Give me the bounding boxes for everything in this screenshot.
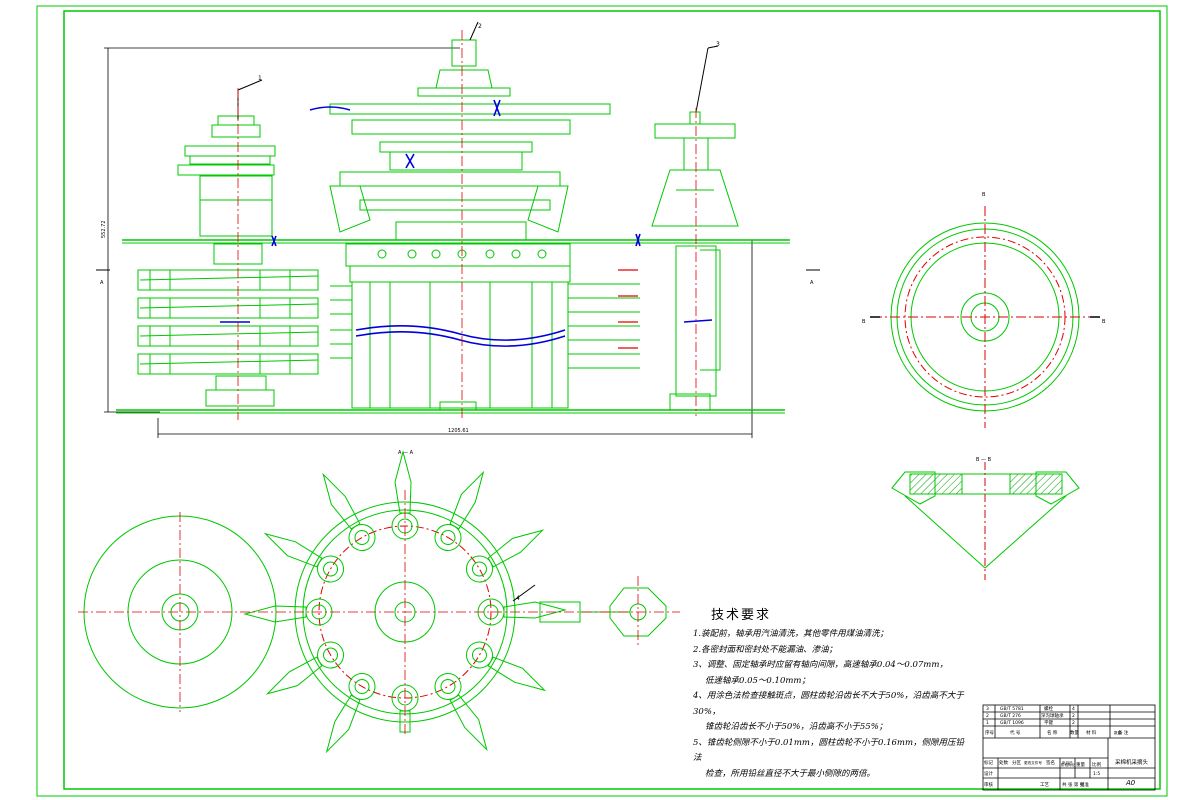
section-a-right-label: A [810, 280, 814, 286]
tb-drawing-name: 采棉机采摘头 [1115, 758, 1149, 766]
left-spindle-assembly [137, 79, 319, 407]
tech-line-7: 锥齿轮沿齿长不小于50%，沿齿高不小于55%； [705, 722, 888, 732]
tb-row-1-no: 3 [986, 706, 989, 712]
tb-row-1-name: 螺栓 [1044, 705, 1053, 712]
overall-height-value: 552.72 [101, 221, 107, 239]
technical-requirements: 技术要求 1.装配前，轴承用汽油清洗，其他零件用煤油清洗； 2.各密封面和密封处… [693, 604, 983, 782]
tb-row-1-qty: 4 [1072, 706, 1075, 712]
right-drive-column [651, 45, 739, 411]
technical-requirements-title: 技术要求 [711, 608, 772, 623]
title-block-text: 3 GB/T 5781 螺栓 4 2 GB/T 276 深沟球轴承 2 1 GB… [984, 705, 1149, 788]
callout-part-2: 2 [478, 23, 482, 30]
tb-row-3-qty: 2 [1072, 720, 1075, 726]
tech-line-10: 检查，所用铅丝直径不大于最小侧隙的两倍。 [705, 768, 876, 779]
tb-header-name: 名 称 [1047, 729, 1058, 736]
callout-part-3: 3 [716, 41, 720, 48]
side-view-circle [870, 206, 1100, 428]
tech-line-9: 法 [693, 753, 702, 763]
tb-sheet-label: 共 张 第 张 [1062, 781, 1085, 788]
tb-sign-mark: 标记 [984, 759, 993, 766]
tb-quantity-label: 数量 [1114, 730, 1122, 735]
tb-sign-zone: 分区 [1012, 759, 1021, 766]
tech-line-5: 4、用涂色法检查接触斑点，圆柱齿轮沿齿长不大于50%，沿齿高不大于 [693, 691, 964, 701]
tech-line-3: 3、调整、固定轴承时应留有轴向间隙，高速轴承0.04～0.07mm， [693, 660, 948, 670]
tb-stage-label: 阶段标记 [1061, 762, 1076, 767]
tb-row-2-name: 深沟球轴承 [1041, 712, 1064, 719]
spindle-tips [618, 269, 638, 349]
section-b-top-label: B [982, 192, 986, 198]
annotation-text: 1 2 3 4 A A A — A B B B B — B 1205.61 55… [100, 23, 1106, 602]
callout-part-4: 4 [516, 595, 520, 602]
tb-row-2-qty: 2 [1072, 713, 1075, 719]
callout-part-1: 1 [258, 75, 262, 82]
left-spindle-stack [137, 269, 319, 375]
tb-header-code: 代 号 [1010, 729, 1021, 736]
tb-row-3-no: 1 [986, 720, 989, 726]
section-aa-centerlines [78, 490, 680, 736]
tb-row-2-code: GB/T 276 [1000, 713, 1021, 719]
section-aa-title: A — A [398, 450, 414, 456]
section-aa-view [83, 450, 667, 754]
overall-height-dimension [104, 47, 460, 413]
tb-sign-date: 年月日 [1062, 760, 1073, 765]
tb-role-process: 工艺 [1040, 782, 1049, 788]
tb-sign-count: 处数 [999, 759, 1008, 766]
tb-header-remark: 备 注 [1118, 729, 1129, 736]
tb-header-no: 序号 [985, 729, 994, 736]
section-bb-title: B — B [976, 457, 992, 463]
inner-frame [63, 10, 1161, 790]
tb-row-3-code: GB/T 1096 [1000, 720, 1024, 726]
section-b-right-label: B [1102, 319, 1106, 325]
tb-scale-value: 1:5 [1093, 771, 1100, 777]
central-gearbox [329, 21, 640, 411]
tech-line-6: 30%， [693, 706, 721, 717]
tb-header-qty: 数量 [1070, 729, 1079, 736]
tech-line-2: 2.各密封面和密封处不能漏油、渗油； [693, 644, 838, 655]
tb-header-material: 材 料 [1086, 729, 1097, 736]
section-b-left-label: B [862, 319, 866, 325]
tech-line-4: 低速轴承0.05～0.10mm； [705, 675, 810, 686]
tb-role-design: 设计 [984, 770, 993, 777]
tb-row-1-code: GB/T 5781 [1000, 706, 1024, 712]
tb-sheet-size: A0 [1125, 779, 1136, 787]
tb-sign-docno: 更改文件号 [1024, 760, 1042, 765]
tb-weight-label: 重量 [1076, 761, 1085, 768]
overall-width-dimension [157, 240, 753, 438]
tb-scale-label: 比例 [1092, 761, 1101, 768]
tb-row-2-no: 2 [986, 713, 989, 719]
seals [220, 99, 713, 347]
front-view [96, 21, 820, 438]
tb-role-approve: 批准 [1080, 781, 1089, 788]
tb-row-3-name: 平键 [1044, 719, 1053, 726]
front-view-centerlines [237, 30, 697, 420]
tech-line-1: 1.装配前，轴承用汽油清洗，其他零件用煤油清洗； [693, 629, 889, 639]
tech-line-8: 5、锥齿轮侧隙不小于0.01mm，圆柱齿轮不小于0.16mm，侧隙用压铅 [693, 737, 965, 748]
outer-frame [36, 5, 1168, 797]
tb-sign-signature: 签名 [1046, 759, 1055, 766]
section-a-left-label: A [100, 280, 104, 286]
overall-width-value: 1205.61 [448, 428, 469, 434]
title-block [982, 704, 1156, 791]
bevel-gear-section [891, 462, 1080, 580]
tb-role-check: 审核 [984, 781, 993, 788]
